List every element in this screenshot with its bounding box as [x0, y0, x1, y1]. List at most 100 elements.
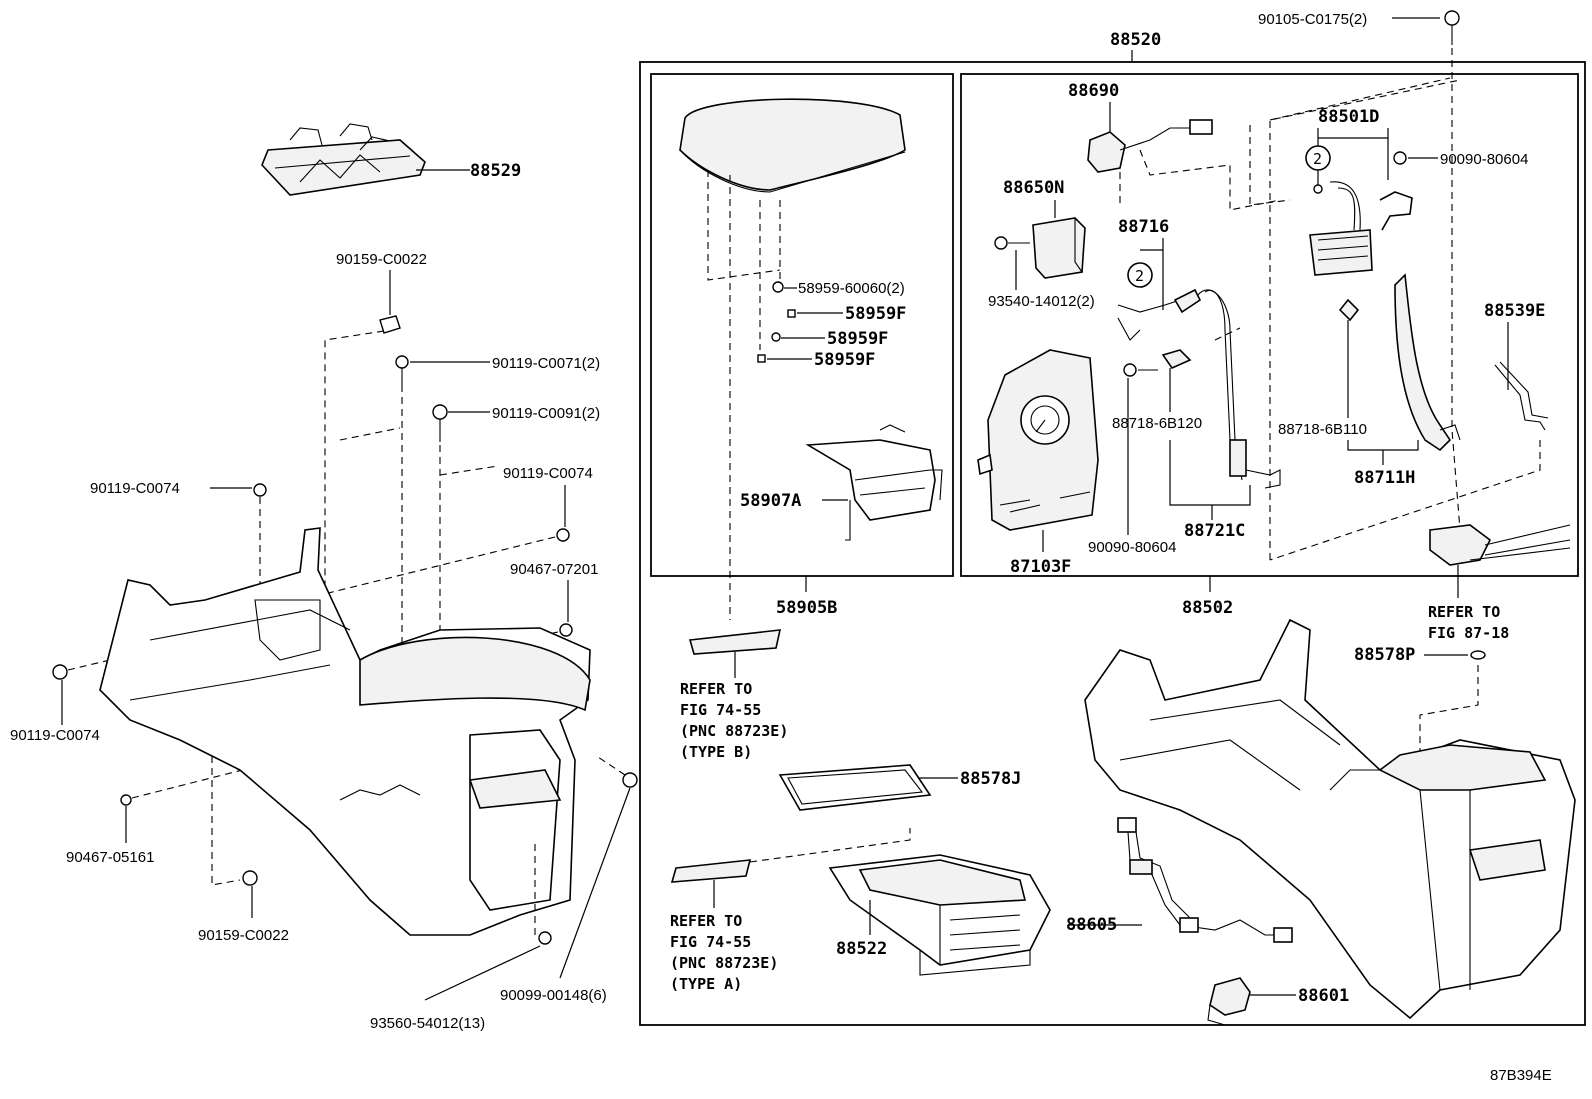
- label-88650n: 88650N: [1003, 178, 1064, 198]
- screw-90119-c0091-icon: [432, 404, 448, 420]
- ref-type-a-line2: FIG 74-55: [670, 933, 751, 951]
- box-electrical-group-frame: [960, 73, 1579, 577]
- type-a-pad-icon: [670, 859, 752, 883]
- console-body-drawing: [99, 527, 591, 936]
- ref-87-18-line1: REFER TO: [1428, 603, 1500, 621]
- harness-88716-connector-icon: [1173, 288, 1202, 314]
- armrest-group-frame: [650, 73, 954, 577]
- pad-58959f-3-icon: [757, 354, 766, 363]
- ref-type-a-line1: REFER TO: [670, 912, 742, 930]
- screw-90119-c0074-c-icon: [52, 664, 68, 680]
- switch-88601-drawing: [1207, 977, 1251, 1026]
- gasket-88578j-icon: [778, 764, 932, 811]
- label-88718-6b120: 88718-6B120: [1112, 415, 1202, 432]
- label-90467-07201: 90467-07201: [510, 561, 598, 578]
- label-88605: 88605: [1066, 915, 1117, 935]
- figure-code: 87B394E: [1490, 1067, 1552, 1084]
- harness-88605-drawing: [1117, 817, 1293, 943]
- ref-type-b-line3: (PNC 88723E): [680, 722, 788, 740]
- console-box-frame: [639, 61, 1586, 1026]
- console-box-88502-drawing: [1084, 618, 1576, 1020]
- label-88601: 88601: [1298, 986, 1349, 1006]
- clip-90467-05161-icon: [120, 794, 132, 806]
- tray-88529-drawing: [261, 123, 426, 196]
- ref-87-18-line2: FIG 87-18: [1428, 624, 1509, 642]
- label-90119-c0074-b: 90119-C0074: [503, 465, 593, 482]
- label-88529: 88529: [470, 161, 521, 181]
- label-88578j: 88578J: [960, 769, 1021, 789]
- screw-90099-00148-icon: [622, 772, 638, 788]
- label-88578p: 88578P: [1354, 645, 1415, 665]
- label-58959-60060: 58959-60060(2): [798, 280, 905, 297]
- label-90090-80604-a: 90090-80604: [1088, 539, 1176, 556]
- clip-90467-07201-icon: [559, 623, 573, 637]
- label-93540-14012: 93540-14012(2): [988, 293, 1095, 310]
- cooler-88501d-drawing: [1309, 181, 1413, 276]
- clamp-88718-6b120-icon: [1161, 349, 1192, 370]
- label-88539e: 88539E: [1484, 301, 1545, 321]
- screw-90119-c0074-b-icon: [556, 528, 570, 542]
- screw-90119-c0074-a-icon: [253, 483, 267, 497]
- hinge-58907a-drawing: [805, 424, 943, 541]
- clip-90159-c0022-bottom-icon: [242, 870, 258, 886]
- label-58907a: 58907A: [740, 491, 801, 511]
- label-88716: 88716: [1118, 217, 1169, 237]
- label-93560-54012: 93560-54012(13): [370, 1015, 485, 1032]
- ref-type-b-line2: FIG 74-55: [680, 701, 761, 719]
- cushion-88578p-icon: [1470, 650, 1486, 660]
- cable-88721c-drawing: [1197, 289, 1243, 481]
- screw-58959-60060-icon: [772, 281, 784, 293]
- screw-90119-c0071-icon: [395, 355, 409, 369]
- circle-mark-b-text: 2: [1313, 150, 1322, 168]
- label-90105-c0175: 90105-C0175(2): [1258, 11, 1367, 28]
- inner-box-88522-drawing: [828, 854, 1051, 976]
- duct-88539e-drawing: [1494, 364, 1546, 431]
- armrest-lid-drawing: [679, 98, 906, 193]
- label-88501d: 88501D: [1318, 107, 1379, 127]
- circle-mark-a-text: 2: [1135, 267, 1144, 285]
- label-87103f: 87103F: [1010, 557, 1071, 577]
- pad-58959f-1-icon: [787, 309, 796, 318]
- ref-type-b-line4: (TYPE B): [680, 743, 752, 761]
- label-90467-05161: 90467-05161: [66, 849, 154, 866]
- screw-93540-14012-icon: [994, 236, 1008, 250]
- screw-90105-c0175-icon: [1444, 10, 1460, 26]
- label-90119-c0074-c: 90119-C0074: [10, 727, 100, 744]
- duct-88711h-drawing: [1394, 273, 1452, 452]
- label-88520: 88520: [1110, 30, 1161, 50]
- label-88502: 88502: [1182, 598, 1233, 618]
- label-88711h: 88711H: [1354, 468, 1415, 488]
- ref-type-a-line3: (PNC 88723E): [670, 954, 778, 972]
- circle-mark-a: [1127, 262, 1153, 288]
- label-90099-00148: 90099-00148(6): [500, 987, 607, 1004]
- label-90119-c0091: 90119-C0091(2): [492, 405, 600, 422]
- panel-87103f-drawing: [977, 349, 1099, 531]
- label-88721c: 88721C: [1184, 521, 1245, 541]
- label-90090-80604-b: 90090-80604: [1440, 151, 1528, 168]
- label-58959f-2: 58959F: [827, 329, 888, 349]
- label-90119-c0074-a: 90119-C0074: [90, 480, 180, 497]
- pad-58959f-2-icon: [771, 332, 781, 342]
- label-90159-c0022-top: 90159-C0022: [336, 251, 427, 268]
- module-88650n-drawing: [1032, 217, 1086, 279]
- clamp-88718-6b110-icon: [1338, 298, 1360, 322]
- label-88522: 88522: [836, 939, 887, 959]
- ref-type-a-line4: (TYPE A): [670, 975, 742, 993]
- screw-90090-80604-b-icon: [1393, 151, 1407, 165]
- screw-93560-54012-icon: [538, 931, 552, 945]
- type-b-pad-icon: [688, 629, 782, 655]
- label-58905b: 58905B: [776, 598, 837, 618]
- clip-90159-icon: [379, 315, 401, 334]
- label-58959f-1: 58959F: [845, 304, 906, 324]
- linkage-fig-87-18-drawing: [1429, 524, 1571, 566]
- label-88690: 88690: [1068, 81, 1119, 101]
- label-90119-c0071: 90119-C0071(2): [492, 355, 600, 372]
- label-58959f-3: 58959F: [814, 350, 875, 370]
- ref-type-b-line1: REFER TO: [680, 680, 752, 698]
- screw-90090-80604-a-icon: [1123, 363, 1137, 377]
- label-88718-6b110: 88718-6B110: [1278, 421, 1367, 438]
- label-90159-c0022-bottom: 90159-C0022: [198, 927, 289, 944]
- switch-88690-drawing: [1087, 119, 1213, 173]
